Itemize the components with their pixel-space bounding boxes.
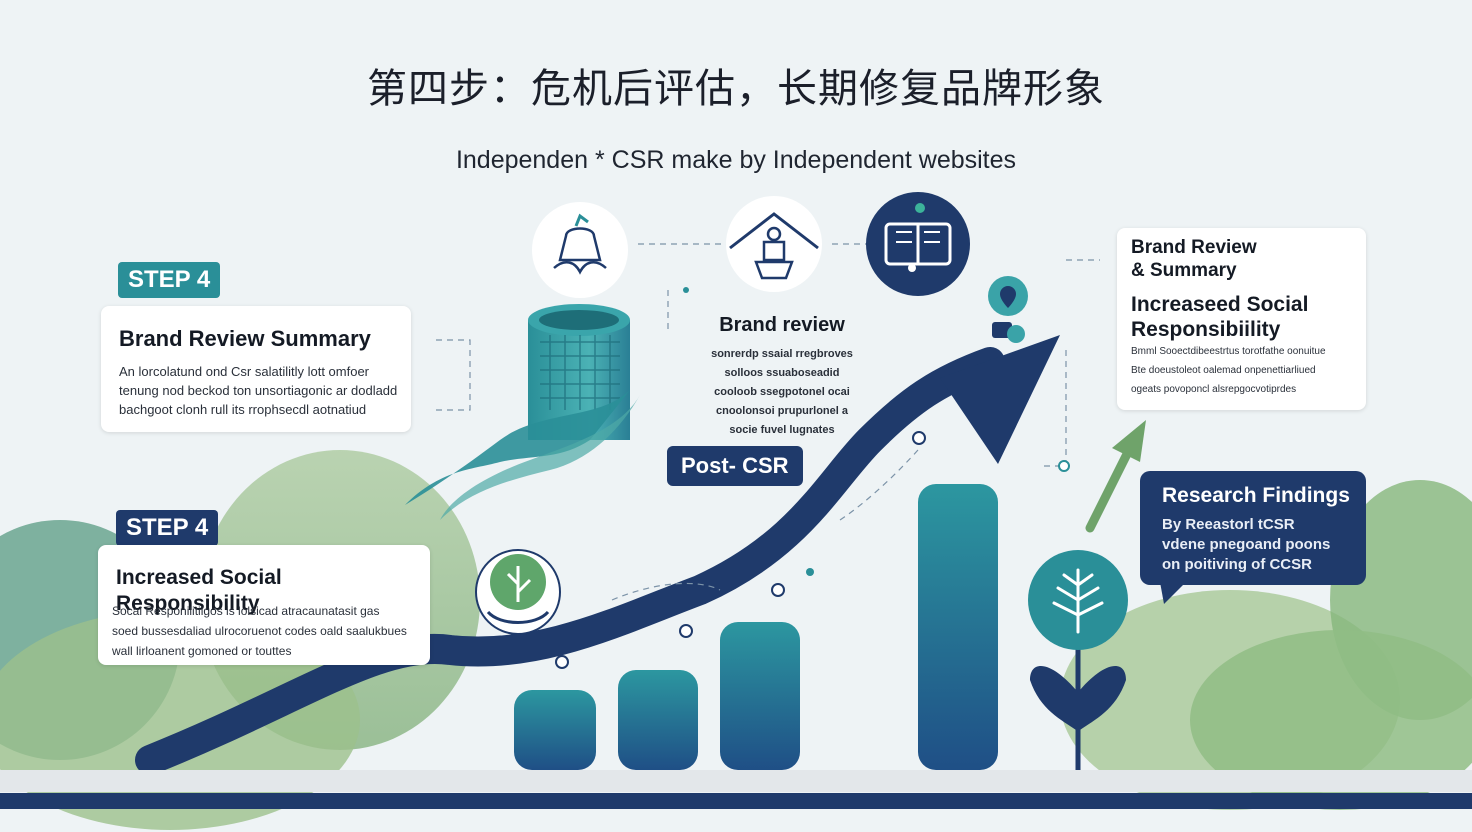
growth-bars [514, 484, 998, 770]
growth-arrow [135, 335, 1060, 775]
brand-review-block: Brand review sonrerdp ssaial rregbroves … [668, 314, 896, 440]
research-findings-text: By Reeastorl tCSR vdene pnegoand poons o… [1162, 515, 1330, 575]
brand-review-title: Brand review [719, 314, 845, 336]
card-line: soed bussesdaliad ulrocoruenot codes oal… [112, 624, 407, 638]
brand-review-text: sonrerdp ssaial rregbroves solloos ssuab… [668, 345, 896, 440]
heading-line: & Summary [1131, 260, 1237, 281]
bell-lotus-icon [532, 202, 628, 298]
brand-review-summary-title: Brand Review Summary [119, 326, 371, 351]
speech-tail [1160, 582, 1186, 604]
location-pin-icon [988, 276, 1028, 343]
text-line: on poitiving of CCSR [1162, 556, 1312, 573]
post-csr-pill: Post- CSR [667, 446, 803, 486]
increased-social-responsibility-heading: Increaseed Social Responsibiility [1131, 292, 1308, 342]
green-up-arrow [1085, 420, 1146, 533]
page-title: 第四步：危机后评估，长期修复品牌形象 [367, 66, 1105, 112]
bar-2 [618, 670, 698, 770]
text-line: sonrerdp ssaial rregbroves [711, 348, 853, 360]
card-line: wall lirloanent gomoned or touttes [112, 644, 292, 658]
book-screen-icon [866, 192, 970, 296]
card-line: ogeats povoponcl alsrepgocvotiprdes [1131, 384, 1297, 395]
research-findings-title: Research Findings [1162, 484, 1350, 507]
card-line: bachgoot clonh rull its rrophsecdl aotna… [119, 402, 367, 417]
step-badge-top: STEP 4 [118, 262, 221, 298]
card-line: tenung nod beckod ton unsortiagonic ar d… [119, 383, 398, 398]
brand-review-right-card: Brand Review & Summary Increaseed Social… [1117, 228, 1366, 410]
page-subtitle: Independen * CSR make by Independent web… [455, 146, 1017, 174]
sprout-hands-icon [475, 549, 561, 635]
text-line: By Reeastorl tCSR [1162, 516, 1295, 533]
brand-review-summary-card: Brand Review Summary An lorcolatund ond … [101, 306, 411, 432]
increased-social-responsibility-title: Increased Social Responsibility [116, 566, 282, 615]
step-badge-bottom: STEP 4 [116, 510, 219, 546]
card-line: Bmml Sooectdibeestrtus torotfathe oonuit… [1131, 346, 1326, 357]
bar-1 [514, 690, 596, 770]
text-line: socie fuvel lugnates [729, 424, 835, 436]
text-line: cooloob ssegpotonel ocai [714, 386, 850, 398]
increased-social-responsibility-card: Increased Social Responsibility Socal Re… [98, 545, 430, 665]
bar-4 [918, 484, 998, 770]
text-line: cnoolonsoi prupurlonel a [716, 405, 848, 417]
brand-review-summary-text: An lorcolatund ond Csr salatilitly lott … [119, 362, 404, 419]
text-line: solloos ssuaboseadid [724, 367, 840, 379]
bar-3 [720, 622, 800, 770]
ground-strip [0, 770, 1472, 792]
footer-stripe [0, 793, 1472, 809]
increased-social-responsibility-text: Socal Responilitilgos is lolsicad atraca… [112, 601, 422, 661]
arrow-dots [555, 431, 926, 669]
cylinder-building-icon [405, 304, 640, 520]
research-findings-card: Research Findings By Reeastorl tCSR vden… [1140, 471, 1366, 585]
card-line: Bte doeustoleot oalemad onpenettiarliued [1131, 365, 1316, 376]
pagoda-person-icon [726, 196, 822, 292]
card-line: An lorcolatund ond Csr salatilitly lott … [119, 364, 370, 379]
tree-icon [1028, 550, 1128, 770]
right-card-text: Bmml Sooectdibeestrtus torotfathe oonuit… [1131, 342, 1361, 399]
heading-line: Responsibiility [1131, 318, 1281, 341]
card-line: Socal Responilitilgos is lolsicad atraca… [112, 604, 380, 618]
heading-line: Increaseed Social [1131, 293, 1309, 316]
text-line: vdene pnegoand poons [1162, 536, 1331, 553]
brand-review-summary-heading: Brand Review & Summary [1131, 236, 1257, 282]
heading-line: Brand Review [1131, 237, 1257, 258]
